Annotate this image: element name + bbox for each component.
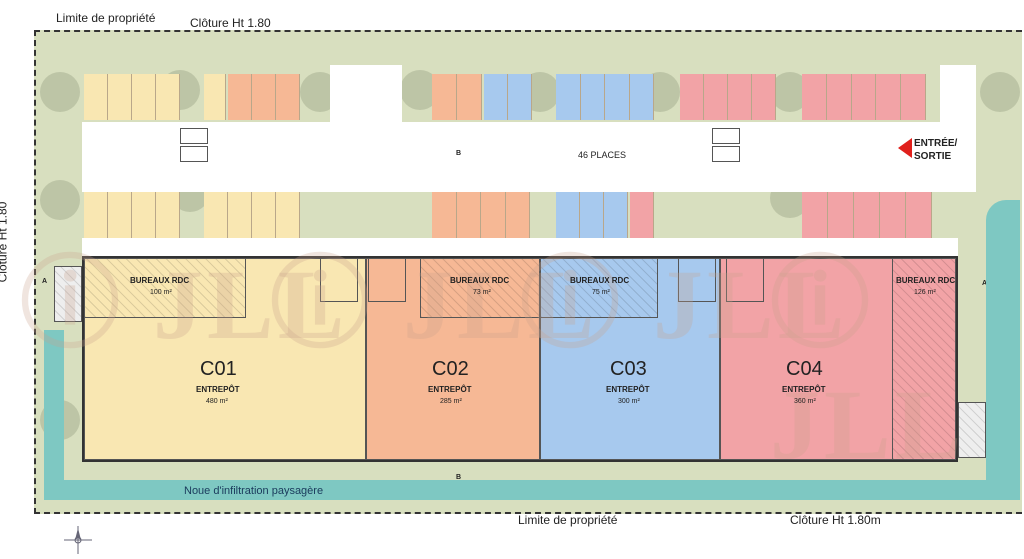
fence-bottom-label: Clôture Ht 1.80m: [790, 513, 881, 527]
parking-row-top-2: [204, 74, 226, 120]
loading-door: [678, 258, 716, 302]
office-area-c02: 73 m²: [473, 289, 491, 296]
unit-type-c01: ENTREPÔT: [196, 385, 240, 394]
parking-row-top-1: [84, 74, 180, 120]
fence-top-label: Clôture Ht 1.80: [190, 16, 271, 30]
parking-row-bottom-2: [204, 192, 300, 238]
north-arrow-icon: [64, 526, 92, 554]
parking-aisle: [82, 122, 976, 192]
office-label-c02: BUREAUX RDC: [450, 276, 510, 285]
parking-row-top-3: [228, 74, 300, 120]
entrance-arrow-icon: [898, 138, 912, 158]
watermark-logo: ⓘ JLL: [520, 249, 849, 360]
parking-row-top-5: [484, 74, 532, 120]
access-road: [330, 65, 402, 135]
axis-marker-right: A: [982, 280, 988, 287]
property-limit-top-label: Limite de propriété: [56, 11, 156, 25]
unit-type-c02: ENTREPÔT: [428, 385, 472, 394]
loading-door: [726, 258, 764, 302]
unit-type-c04: ENTREPÔT: [782, 385, 826, 394]
section-marker-bottom: B: [456, 474, 462, 481]
axis-marker-left: A: [42, 278, 48, 285]
unit-area-c02: 285 m²: [440, 398, 462, 405]
parking-row-top-7: [680, 74, 776, 120]
unit-area-c04: 360 m²: [794, 398, 816, 405]
office-c04: [892, 258, 956, 460]
parking-row-top-6: [556, 74, 654, 120]
unit-name-c01: C01: [200, 358, 237, 380]
parking-row-top-8: [802, 74, 926, 120]
unit-area-c03: 300 m²: [618, 398, 640, 405]
direction-arrow-icon: [712, 128, 740, 144]
unit-name-c04: C04: [786, 358, 823, 380]
infiltration-swale-right: [986, 200, 1020, 500]
office-c02: [420, 258, 540, 318]
infiltration-swale-bottom: [44, 480, 994, 500]
parking-row-bottom-5: [630, 192, 654, 238]
parking-row-bottom-1: [84, 192, 180, 238]
parking-row-top-4: [432, 74, 482, 120]
tree-icon: [40, 72, 80, 112]
infiltration-swale-left: [44, 330, 64, 495]
direction-arrow-icon: [712, 146, 740, 162]
property-limit-bottom-label: Limite de propriété: [518, 513, 618, 527]
gate-road: [940, 65, 976, 135]
direction-arrow-icon: [180, 128, 208, 144]
direction-arrow-icon: [180, 146, 208, 162]
fence-left-label: Clôture Ht 1.80: [0, 201, 10, 283]
office-area-c03: 75 m²: [592, 289, 610, 296]
section-marker-top: B: [456, 150, 462, 157]
unit-name-c03: C03: [610, 358, 647, 380]
loading-door: [368, 258, 406, 302]
office-label-c03: BUREAUX RDC: [570, 276, 630, 285]
office-c01: [84, 258, 246, 318]
noue-label: Noue d'infiltration paysagère: [184, 485, 324, 497]
unit-area-c01: 480 m²: [206, 398, 228, 405]
parking-row-bottom-3: [432, 192, 530, 238]
loading-door: [320, 258, 358, 302]
tree-icon: [980, 72, 1020, 112]
unit-name-c02: C02: [432, 358, 469, 380]
watermark-logo: ⓘ JLL: [270, 249, 599, 360]
parking-row-bottom-4: [556, 192, 628, 238]
entrance-label-line2: SORTIE: [914, 151, 952, 162]
entrance-label-line1: ENTRÉE/: [914, 138, 958, 149]
office-label-c04: BUREAUX RDC: [896, 276, 956, 285]
parking-row-bottom-6: [802, 192, 932, 238]
terrace-right: [958, 402, 986, 458]
tree-icon: [40, 180, 80, 220]
unit-type-c03: ENTREPÔT: [606, 385, 650, 394]
parking-count-label: 46 PLACES: [578, 150, 627, 160]
office-area-c01: 100 m²: [150, 289, 172, 296]
front-strip: [82, 238, 958, 258]
office-area-c04: 126 m²: [914, 289, 936, 296]
office-c03: [540, 258, 658, 318]
office-label-c01: BUREAUX RDC: [130, 276, 190, 285]
watermark-logo: ⓘ JLL: [20, 249, 349, 360]
watermark-logo: ⓘ JLL: [770, 249, 966, 480]
terrace-left: [54, 266, 82, 322]
